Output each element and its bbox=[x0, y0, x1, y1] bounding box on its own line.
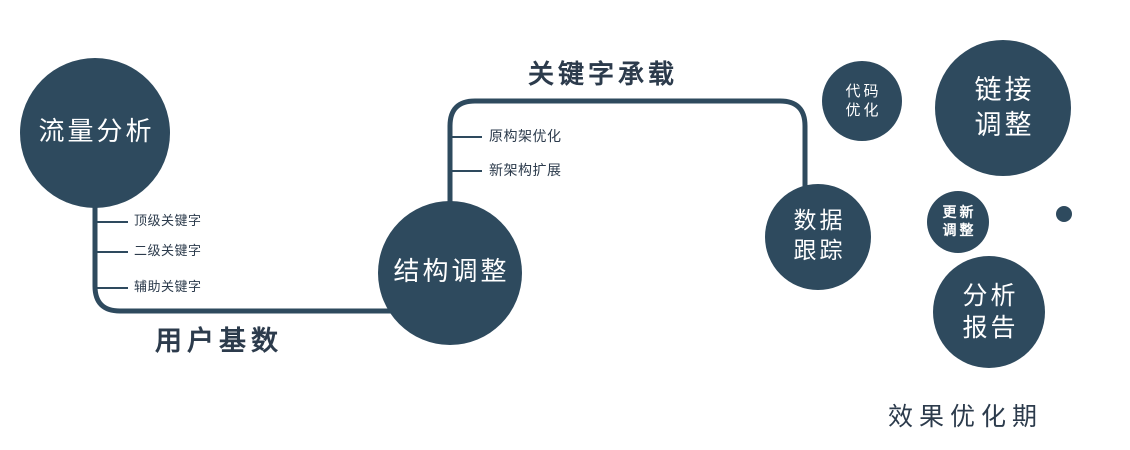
node-update-adjustment-line2: 调整 bbox=[942, 223, 977, 239]
edge-label-user-base: 用户基数 bbox=[155, 326, 283, 357]
node-data-tracking: 数据 跟踪 bbox=[765, 184, 871, 290]
connector-traffic-to-structure bbox=[92, 196, 393, 314]
node-update-adjustment-line1: 更新 bbox=[942, 204, 977, 221]
node-code-optimization: 代码 优化 bbox=[822, 61, 902, 141]
edge-label-keyword-carrying: 关键字承载 bbox=[528, 60, 679, 90]
node-link-adjustment-line2: 调整 bbox=[974, 110, 1035, 141]
node-code-optimization-line1: 代码 bbox=[845, 81, 882, 100]
node-analysis-report-line1: 分析 bbox=[962, 280, 1019, 310]
node-data-tracking-line1: 数据 bbox=[793, 208, 846, 235]
branch-label-orig-architecture: 原构架优化 bbox=[489, 129, 562, 145]
node-data-tracking-line2: 跟踪 bbox=[793, 238, 846, 264]
node-analysis-report: 分析 报告 bbox=[933, 256, 1045, 368]
connector-structure-to-tracking bbox=[447, 98, 808, 208]
branch-label-aux-keyword: 辅助关键字 bbox=[134, 280, 202, 295]
accent-dot bbox=[1056, 206, 1072, 222]
node-traffic-analysis-label: 流量分析 bbox=[38, 117, 155, 148]
node-update-adjustment: 更新 调整 bbox=[927, 191, 989, 253]
node-link-adjustment-line1: 链接 bbox=[974, 74, 1035, 106]
node-traffic-analysis: 流量分析 bbox=[20, 58, 170, 208]
branch-label-second-keyword: 二级关键字 bbox=[134, 244, 202, 259]
node-analysis-report-line2: 报告 bbox=[962, 313, 1019, 342]
branch-label-top-keyword: 顶级关键字 bbox=[134, 214, 202, 229]
node-link-adjustment: 链接 调整 bbox=[935, 40, 1071, 176]
node-code-optimization-line2: 优化 bbox=[845, 101, 882, 119]
caption-effect-optimization-period: 效果优化期 bbox=[888, 402, 1044, 431]
branch-label-new-architecture: 新架构扩展 bbox=[489, 163, 562, 179]
node-structure-adjustment: 结构调整 bbox=[378, 201, 522, 345]
node-structure-adjustment-label: 结构调整 bbox=[393, 257, 510, 288]
